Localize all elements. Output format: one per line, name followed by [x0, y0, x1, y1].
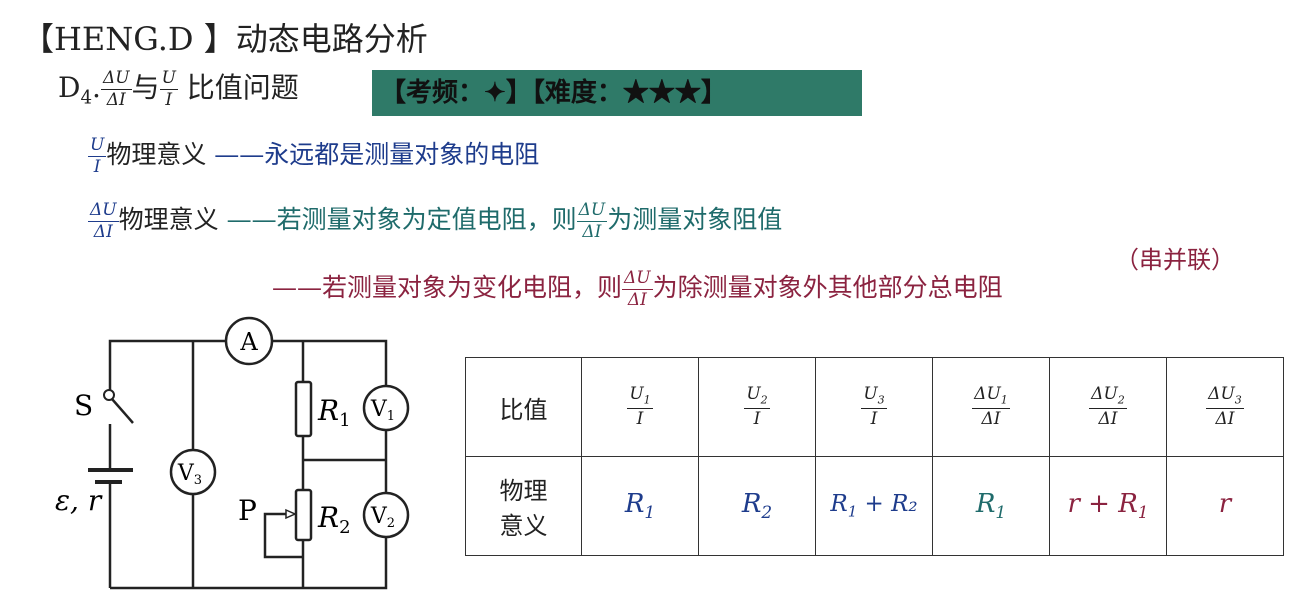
page-title: 【HENG.D 】动态电路分析 [22, 20, 428, 58]
table-value-cell: R1 [932, 456, 1050, 556]
resistor-r1 [294, 380, 313, 438]
voltmeter-v2: V2 [362, 491, 410, 539]
table-row-header: 比值 [465, 357, 582, 457]
table-value-cell: r + R1 [1049, 456, 1167, 556]
table-value-cell: R2 [698, 456, 816, 556]
table-value-cell: R1 [581, 456, 699, 556]
switch-blade [111, 398, 134, 424]
table-row-header: 物理意义 [465, 456, 582, 556]
circuit-diagram: A V1 V2 V3 S ε, r R1 R2 P [55, 316, 410, 590]
r2-label: R2 [317, 501, 351, 538]
series-parallel-note: （串并联） [1115, 246, 1235, 274]
slider-arrow-icon [285, 508, 297, 520]
svg-text:A: A [239, 328, 258, 356]
switch-label: S [74, 389, 93, 422]
table-value-cell: r [1166, 456, 1284, 556]
difficulty-banner: 【考频：✦】【难度：★★★】 [372, 70, 862, 116]
ammeter: A [224, 316, 274, 366]
source-label: ε, r [55, 484, 103, 517]
voltmeter-v1: V1 [362, 384, 410, 432]
r1-label: R1 [317, 394, 351, 431]
slider-label: P [238, 494, 257, 527]
rheostat-r2 [294, 488, 313, 542]
circuit-wires [108, 339, 388, 590]
svg-text:V2: V2 [370, 504, 395, 531]
svg-text:V3: V3 [177, 461, 202, 488]
table-value-cell: R1 + R₂ [815, 456, 933, 556]
voltmeter-v3: V3 [169, 448, 217, 496]
table-row: 物理意义 R1 R2 R1 + R₂ R1 r + R1 r [465, 456, 1284, 556]
switch-pivot [103, 389, 115, 401]
svg-text:V1: V1 [370, 397, 395, 424]
